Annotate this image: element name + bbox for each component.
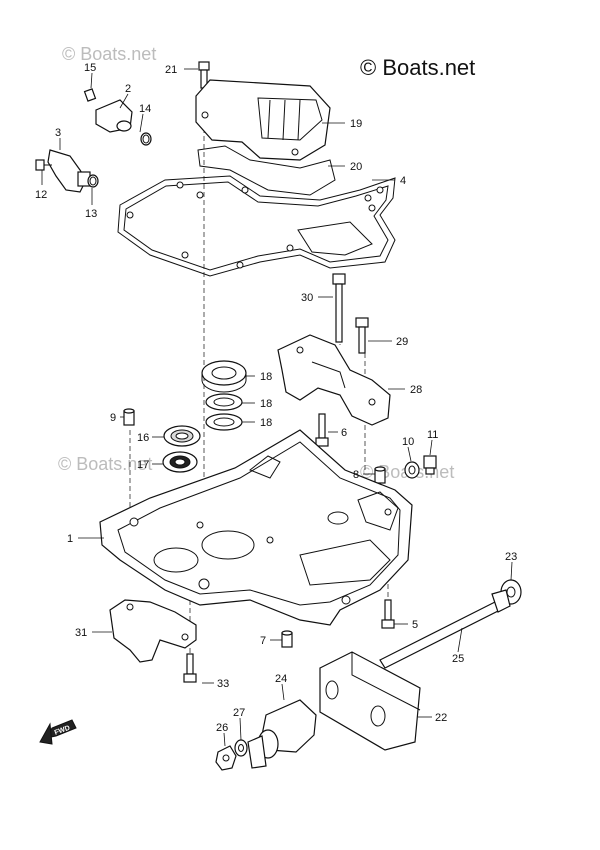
part-6-bolt [315,413,329,447]
part-18-washer [205,393,243,411]
callout-33: 33 [217,678,229,690]
callout-9: 9 [110,412,116,424]
part-14-o-ring [140,132,152,146]
callout-18: 18 [260,417,272,429]
part-10-washer [404,461,420,479]
callout-12: 12 [35,189,47,201]
callout-1: 1 [67,533,73,545]
watermark-main: © Boats.net [360,55,475,80]
callout-28: 27 [233,707,245,719]
part-12-screw [35,159,52,171]
callout-5: 5 [412,619,418,631]
callout-15: 15 [84,62,96,74]
callout-25: 24 [275,673,287,685]
callout-19: 18 [260,371,272,383]
fwd-direction-badge: FWD [39,719,77,745]
callout-16: 16 [137,432,149,444]
part-3-fitting [47,149,91,193]
part-19-oil-seal [201,360,247,393]
part-28-washer [234,739,248,757]
callout-11: 11 [427,429,438,441]
part-32-bracket [109,599,197,663]
callout-3: 3 [55,127,61,139]
callout-2: 2 [125,83,131,95]
callout-21: 20 [350,161,362,173]
callout-26: 25 [452,653,464,665]
callout-13: 13 [85,208,97,220]
callout-20: 19 [350,118,362,130]
part-13-o-ring [87,174,99,188]
callout-6: 6 [341,427,347,439]
part-16-bearing [163,425,201,447]
watermark-faint: © Boats.net [58,454,152,474]
callout-18: 18 [260,398,272,410]
callout-24: 23 [505,551,517,563]
part-7-dowel-pin [281,630,293,648]
part-33-bolt [183,653,197,683]
callout-23: 22 [435,712,447,724]
callout-30: 29 [396,336,408,348]
part-17-bearing [162,451,198,473]
part-9-dowel-pin [123,408,135,426]
callout-22: 21 [165,64,177,76]
part-5-bolt [381,599,395,629]
callout-31: 30 [301,292,313,304]
part-8-dowel-pin [374,466,386,484]
callout-7: 7 [260,635,266,647]
part-2-fitting [95,99,133,133]
part-15-screw [83,88,97,102]
callout-27: 26 [216,722,228,734]
part-30-bolt [355,317,369,354]
part-18-washer [205,413,243,431]
part-11-drain-plug [423,455,437,475]
callout-8: 8 [353,469,359,481]
part-27-nut [215,745,237,771]
part-20-cover [195,79,331,161]
part-21-gasket [197,145,336,196]
part-25-mount-cylinder [247,699,317,769]
callout-14: 14 [139,103,151,115]
watermark-faint: © Boats.net [62,44,156,64]
part-31-bolt [332,273,346,343]
part-29-bracket [277,334,391,426]
callout-32: 31 [75,627,87,639]
callout-10: 10 [402,436,414,448]
part-1-engine-holder [99,429,413,626]
callout-17: 17 [137,459,149,471]
part-26-through-bolt [379,589,511,669]
part-23-mount-rubber [319,651,421,751]
part-4-large-gasket [117,175,396,277]
callout-29: 28 [410,384,422,396]
callout-4: 4 [400,175,406,187]
